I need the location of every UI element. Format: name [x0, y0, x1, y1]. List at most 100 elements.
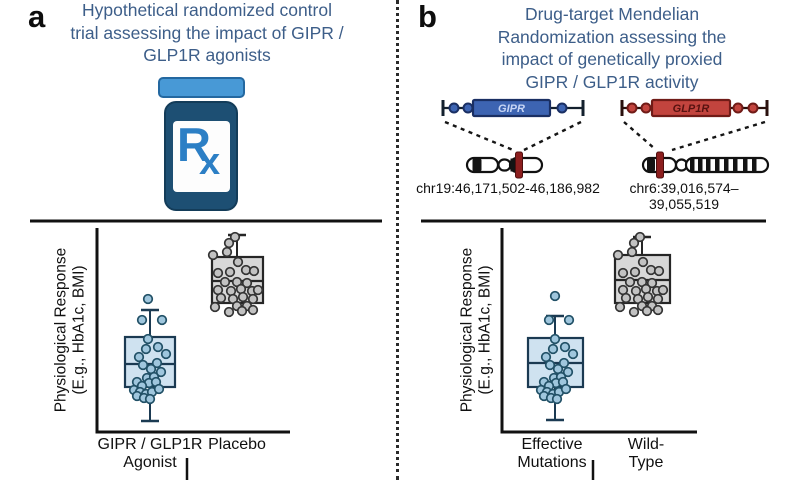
data-point — [247, 304, 259, 316]
bottle-cap-icon — [158, 77, 245, 98]
data-point — [232, 256, 244, 268]
centromere — [497, 158, 512, 172]
data-point — [646, 277, 658, 289]
chromosome-6-marker — [656, 151, 664, 179]
y-axis-label-b: Physiological Response (E.g., HbA1c, BMI… — [458, 247, 494, 413]
data-point — [237, 291, 249, 303]
snp-dot — [462, 102, 474, 114]
data-point — [612, 249, 624, 261]
data-point — [614, 301, 626, 313]
data-point — [624, 276, 636, 288]
chromosome-band — [733, 158, 738, 172]
snp-dot — [556, 102, 568, 114]
data-point — [155, 366, 167, 378]
boxplot-b — [526, 231, 672, 422]
data-point — [544, 359, 556, 371]
data-point — [540, 351, 552, 363]
data-point — [626, 246, 638, 258]
data-point — [140, 343, 152, 355]
gene-glp1r-rect — [650, 98, 732, 118]
data-point — [241, 277, 253, 289]
data-point — [563, 314, 575, 326]
panel-divider — [396, 0, 399, 480]
data-point — [236, 305, 248, 317]
gene-glp1r-label: GLP1R — [673, 103, 710, 115]
data-point — [653, 265, 665, 277]
snp-dot — [640, 102, 652, 114]
data-point — [221, 246, 233, 258]
gene-gipr-rect — [471, 98, 552, 118]
chromosome-band — [706, 158, 711, 172]
rx-symbol-x: x — [199, 141, 221, 183]
y-axis-label-a: Physiological Response (E.g., HbA1c, BMI… — [52, 247, 88, 413]
data-point — [142, 333, 154, 345]
data-point — [560, 383, 572, 395]
data-point — [543, 314, 555, 326]
locus-chr6: chr6:39,016,574– 39,055,519 — [629, 180, 739, 212]
data-point — [219, 276, 231, 288]
chromosome-19-marker — [515, 151, 523, 179]
data-point — [549, 333, 561, 345]
data-point — [620, 292, 632, 304]
data-point — [207, 249, 219, 261]
group-label-agonist: GIPR / GLP1R Agonist — [97, 436, 203, 471]
data-point — [156, 314, 168, 326]
data-point — [151, 357, 163, 369]
snp-dot — [626, 102, 638, 114]
data-point — [567, 348, 579, 360]
data-point — [223, 306, 235, 318]
group-label-wild-type: Wild- Type — [627, 436, 665, 471]
chromosome-band — [724, 158, 729, 172]
data-point — [144, 393, 156, 405]
data-point — [562, 366, 574, 378]
snp-dot — [448, 102, 460, 114]
data-point — [559, 341, 571, 353]
dashed-connector — [623, 121, 656, 150]
chromosome-band — [472, 158, 482, 172]
data-point — [617, 267, 629, 279]
data-point — [641, 305, 653, 317]
data-point — [549, 290, 561, 302]
panel-b-title: Drug-target Mendelian Randomization asse… — [497, 4, 727, 92]
data-point — [212, 267, 224, 279]
data-point — [247, 293, 259, 305]
data-point — [137, 359, 149, 371]
group-label-effective-mutations: Effective Mutations — [517, 436, 587, 471]
data-point — [628, 237, 640, 249]
chromosome-19 — [465, 151, 544, 179]
dashed-connector — [671, 120, 766, 152]
chromosome-band — [698, 158, 703, 172]
dashed-connector — [523, 120, 582, 152]
data-point — [551, 393, 563, 405]
data-point — [215, 292, 227, 304]
snp-dot — [747, 102, 759, 114]
data-point — [223, 237, 235, 249]
data-point — [160, 348, 172, 360]
chromosome-band — [743, 158, 748, 172]
data-point — [628, 306, 640, 318]
chromosome-band — [752, 158, 757, 172]
panel-a-label: a — [28, 0, 46, 34]
data-point — [634, 231, 646, 243]
data-point — [133, 351, 145, 363]
data-point — [629, 266, 641, 278]
data-point — [657, 284, 669, 296]
data-point — [152, 341, 164, 353]
gene-gipr-label: GIPR — [498, 103, 525, 115]
panel-a-title: Hypothetical randomized control trial as… — [70, 0, 344, 65]
data-point — [224, 266, 236, 278]
boxplot-a — [123, 231, 265, 423]
group-label-placebo: Placebo — [208, 436, 266, 453]
data-point — [229, 231, 241, 243]
dashed-connector — [444, 120, 514, 152]
gene-diagram-gipr: GIPR — [441, 98, 585, 152]
gene-diagram-glp1r: GLP1R — [620, 98, 769, 152]
chromosome-band — [647, 158, 655, 172]
chromosome-arm — [465, 156, 500, 174]
rx-symbol: R — [177, 118, 211, 171]
data-point — [153, 383, 165, 395]
data-point — [252, 284, 264, 296]
data-point — [637, 256, 649, 268]
